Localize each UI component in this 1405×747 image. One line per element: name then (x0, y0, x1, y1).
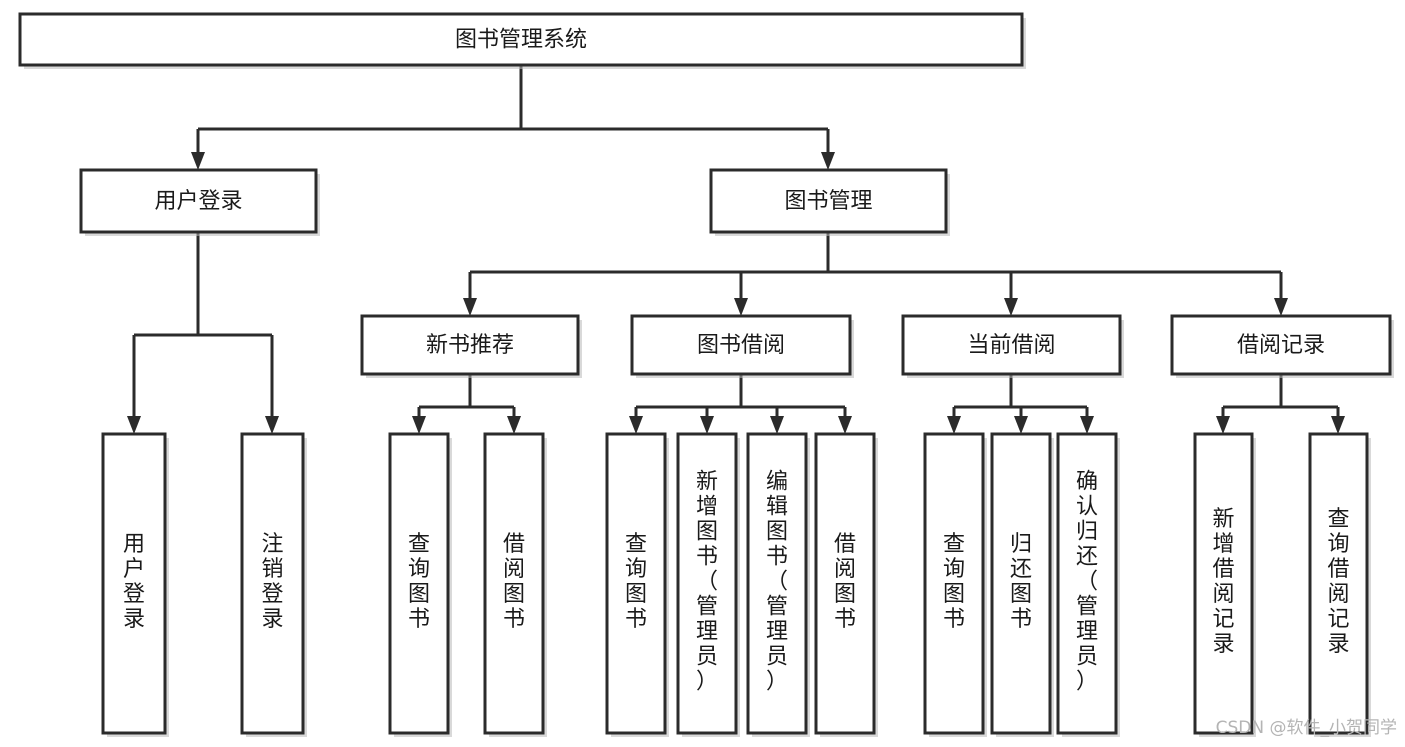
node-bookmgmt[interactable]: 图书管理 (709, 168, 950, 236)
node-leaf-confirm-return[interactable]: 确认归还（管理员） (1056, 432, 1120, 737)
node-label: 查询图书 (625, 532, 647, 632)
node-box[interactable] (1056, 432, 1118, 735)
node-login[interactable]: 用户登录 (79, 168, 320, 236)
node-label: 新增借阅记录 (1212, 507, 1234, 657)
conn-records-to-leaves (1216, 374, 1345, 434)
conn-bookmgmt-to-level3 (463, 232, 1288, 316)
node-leaf-query-record[interactable]: 查询借阅记录 (1308, 432, 1371, 737)
node-newbook[interactable]: 新书推荐 (360, 314, 582, 378)
conn-root-to-level2 (191, 65, 835, 170)
node-box[interactable] (990, 432, 1052, 735)
node-label: 查询借阅记录 (1327, 507, 1349, 657)
node-label: 新增图书（管理员） (696, 470, 718, 695)
node-box[interactable] (676, 432, 738, 735)
node-box[interactable] (901, 314, 1122, 376)
node-leaf-query-book-1[interactable]: 查询图书 (388, 432, 452, 737)
node-label: 当前借阅 (967, 333, 1055, 358)
node-leaf-user-login[interactable]: 用户登录 (101, 432, 169, 737)
node-label: 用户登录 (154, 189, 242, 214)
node-label: 编辑图书（管理员） (766, 470, 788, 695)
node-box[interactable] (360, 314, 580, 376)
node-box[interactable] (101, 432, 167, 735)
node-leaf-borrow-book-1[interactable]: 借阅图书 (483, 432, 547, 737)
node-layer: 图书管理系统用户登录图书管理新书推荐图书借阅当前借阅借阅记录用户登录注销登录查询… (18, 12, 1394, 737)
node-leaf-query-book-2[interactable]: 查询图书 (605, 432, 669, 737)
node-label: 查询图书 (943, 532, 965, 632)
node-box[interactable] (1193, 432, 1254, 735)
node-label: 查询图书 (408, 532, 430, 632)
node-leaf-edit-book[interactable]: 编辑图书（管理员） (746, 432, 810, 737)
node-label: 借阅图书 (503, 532, 525, 632)
node-leaf-borrow-book-2[interactable]: 借阅图书 (814, 432, 878, 737)
node-box[interactable] (630, 314, 852, 376)
node-box[interactable] (240, 432, 305, 735)
node-leaf-add-record[interactable]: 新增借阅记录 (1193, 432, 1256, 737)
node-label: 归还图书 (1010, 532, 1032, 632)
node-records[interactable]: 借阅记录 (1170, 314, 1394, 378)
node-label: 注销登录 (261, 532, 283, 632)
node-leaf-add-book[interactable]: 新增图书（管理员） (676, 432, 740, 737)
conn-current-to-leaves (947, 374, 1094, 434)
connector-layer (127, 65, 1345, 434)
node-label: 图书管理 (784, 189, 872, 214)
node-label: 借阅图书 (834, 532, 856, 632)
watermark-layer: CSDN @软件_小贺同学 (1216, 718, 1397, 738)
node-box[interactable] (709, 168, 948, 234)
conn-newbook-to-leaves (412, 374, 521, 434)
node-leaf-query-book-3[interactable]: 查询图书 (923, 432, 987, 737)
node-box[interactable] (483, 432, 545, 735)
conn-login-to-leaves (127, 232, 279, 434)
node-label: 借阅记录 (1237, 333, 1325, 358)
node-box[interactable] (605, 432, 667, 735)
node-root[interactable]: 图书管理系统 (18, 12, 1026, 69)
node-box[interactable] (1308, 432, 1369, 735)
node-label: 用户登录 (123, 532, 145, 632)
node-box[interactable] (923, 432, 985, 735)
node-label: 新书推荐 (426, 333, 514, 358)
conn-borrow-to-leaves (629, 374, 852, 434)
node-label: 图书借阅 (697, 333, 785, 358)
node-current[interactable]: 当前借阅 (901, 314, 1124, 378)
node-leaf-return-book[interactable]: 归还图书 (990, 432, 1054, 737)
node-label: 图书管理系统 (455, 28, 587, 53)
node-box[interactable] (388, 432, 450, 735)
node-leaf-logout[interactable]: 注销登录 (240, 432, 307, 737)
node-box[interactable] (18, 12, 1024, 67)
node-box[interactable] (746, 432, 808, 735)
node-label: 确认归还（管理员） (1076, 470, 1098, 695)
node-borrow[interactable]: 图书借阅 (630, 314, 854, 378)
node-box[interactable] (79, 168, 318, 234)
node-box[interactable] (1170, 314, 1392, 376)
node-box[interactable] (814, 432, 876, 735)
csdn-watermark: CSDN @软件_小贺同学 (1216, 718, 1397, 738)
